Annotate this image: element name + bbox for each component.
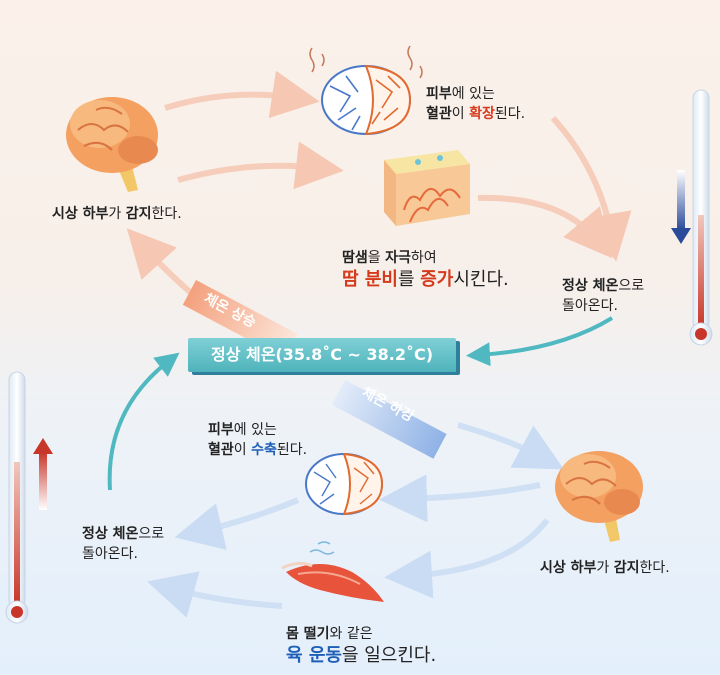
skin-cross-section-icon (384, 150, 470, 226)
arrow-rise-to-brain (126, 228, 192, 295)
thermometer-icon-left (5, 371, 29, 624)
bottom-normal-return-label: 정상 체온으로 돌아온다. (82, 526, 165, 562)
arrow-muscle-to-normal-b (146, 571, 283, 618)
brain-icon-top (66, 97, 158, 192)
top-sweat-label: 땀샘을 자극하여 땀 분비를 증가시킨다. (342, 250, 509, 290)
bottom-hypothalamus-label: 시상 하부가 감지한다. (540, 560, 670, 576)
arrow-brain-to-muscle (384, 518, 550, 599)
top-hypothalamus-label: 시상 하부가 감지한다. (52, 206, 182, 222)
arrow-vessel-to-normal-b (174, 497, 300, 550)
normal-temperature-label: 정상 체온(35.8˚C ~ 38.2˚C) (210, 345, 434, 364)
top-normal-return-label: 정상 체온으로 돌아온다. (562, 278, 645, 314)
normal-temperature-banner: 정상 체온(35.8˚C ~ 38.2˚C) (188, 338, 456, 372)
bottom-vessel-constriction-label: 피부에 있는 혈관이 수축된다. (208, 422, 308, 458)
top-vessel-dilation-label: 피부에 있는 혈관이 확장된다. (426, 86, 526, 122)
arrow-up-icon (33, 438, 53, 510)
bottom-shiver-label: 몸 떨기와 같은 육 운동을 일으킨다. (286, 626, 437, 666)
blood-vessel-icon-top (309, 45, 423, 136)
arrow-brain-to-vessel-b (379, 474, 541, 523)
arrow-vessel-to-normal (550, 115, 632, 262)
muscle-icon (281, 541, 384, 602)
arrow-normal-to-center-top (466, 316, 614, 367)
arrow-fall-to-brain (457, 422, 565, 470)
blood-vessel-icon-bottom (305, 452, 384, 516)
fall-bar (331, 380, 447, 459)
brain-icon-bottom (555, 451, 643, 542)
arrow-down-icon (671, 170, 691, 244)
arrow-brain-to-skin (177, 141, 344, 190)
arrow-skin-to-normal (477, 194, 613, 259)
arrow-brain-to-vessel (164, 70, 320, 119)
thermometer-icon-right (689, 89, 713, 346)
arrow-normal-to-center-bottom (107, 352, 180, 491)
